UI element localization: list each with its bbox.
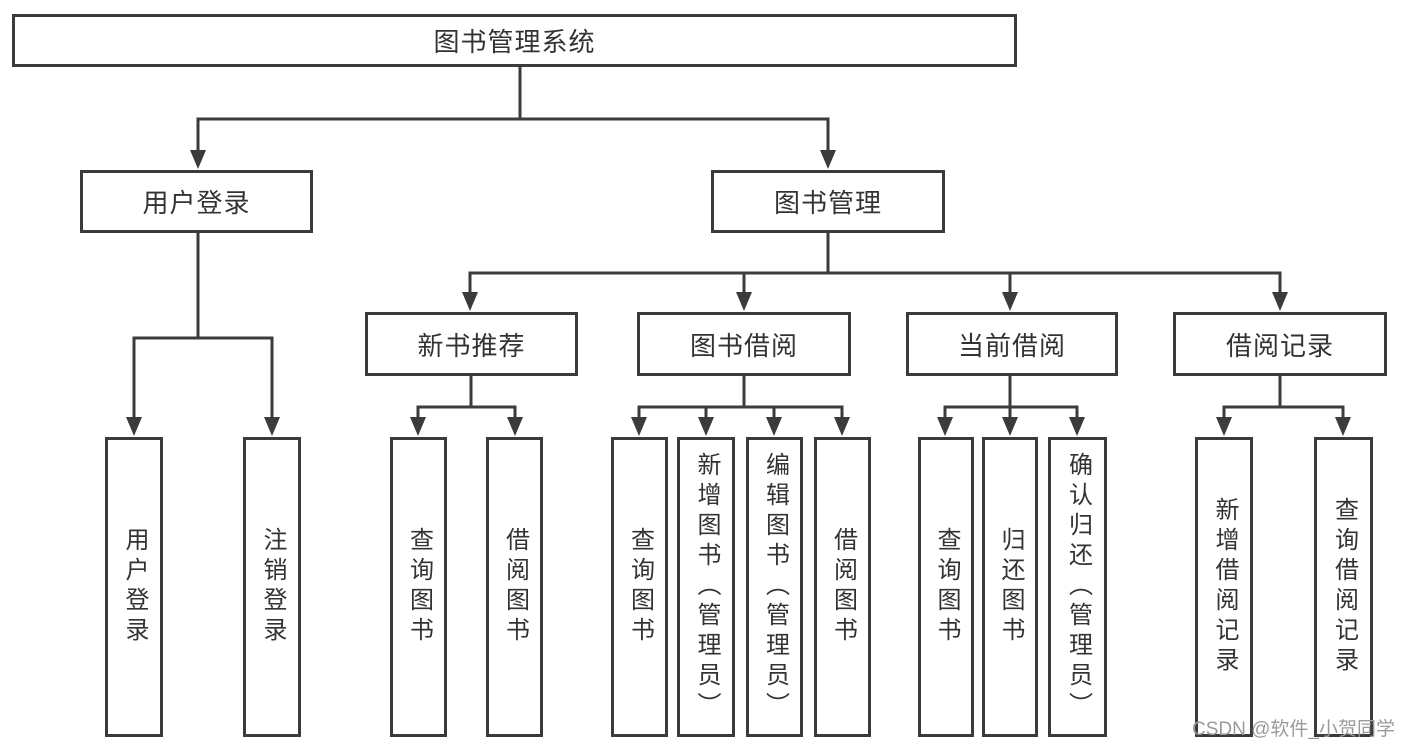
node-user-login: 用户登录 [80,170,313,233]
node-label: 借阅图书 [829,527,857,647]
node-leaf-add-book-admin: 新增图书（管理员） [677,437,735,737]
node-label: 新书推荐 [417,330,526,361]
node-book-borrowing: 图书借阅 [637,312,851,376]
node-label: 查询图书 [933,527,960,647]
node-label: 用户登录 [121,527,148,647]
arrowhead-icons [126,150,1351,436]
node-label: 新增图书（管理员） [693,452,720,722]
node-label: 查询图书 [405,527,433,647]
node-leaf-user-login: 用户登录 [105,437,163,737]
node-leaf-query-books-recommend: 查询图书 [390,437,447,737]
node-label: 图书管理系统 [433,27,596,57]
node-leaf-logout: 注销登录 [243,437,301,737]
node-label: 借阅记录 [1225,330,1334,361]
node-label: 用户登录 [142,188,251,218]
node-book-management: 图书管理 [711,170,945,233]
node-label: 查询借阅记录 [1330,497,1358,677]
node-leaf-query-books-borrow: 查询图书 [611,437,668,737]
node-borrowing-records: 借阅记录 [1173,312,1387,376]
node-label: 借阅图书 [501,527,529,647]
node-label: 查询图书 [626,527,654,647]
node-leaf-confirm-return-admin: 确认归还（管理员） [1048,437,1107,737]
node-label: 新增借阅记录 [1211,497,1238,677]
node-leaf-query-borrow-record: 查询借阅记录 [1314,437,1373,737]
node-new-book-recommendation: 新书推荐 [365,312,578,376]
node-leaf-return-book: 归还图书 [982,437,1038,737]
node-label: 当前借阅 [957,330,1066,361]
node-leaf-query-books-current: 查询图书 [918,437,974,737]
watermark-text: CSDN @软件_小贺同学 [1192,719,1395,740]
node-label: 归还图书 [997,527,1024,647]
node-leaf-add-borrow-record: 新增借阅记录 [1195,437,1253,737]
node-label: 注销登录 [259,527,286,647]
connector-lines [132,65,1345,419]
node-current-borrowing: 当前借阅 [906,312,1118,376]
node-label: 图书管理 [773,188,882,218]
node-label: 图书借阅 [689,330,798,361]
node-leaf-edit-book-admin: 编辑图书（管理员） [746,437,803,737]
node-label: 编辑图书（管理员） [761,452,789,722]
node-book-management-system: 图书管理系统 [12,14,1017,67]
node-leaf-borrow-books-recommend: 借阅图书 [486,437,543,737]
node-label: 确认归还（管理员） [1064,452,1092,722]
node-leaf-borrow-books: 借阅图书 [814,437,871,737]
